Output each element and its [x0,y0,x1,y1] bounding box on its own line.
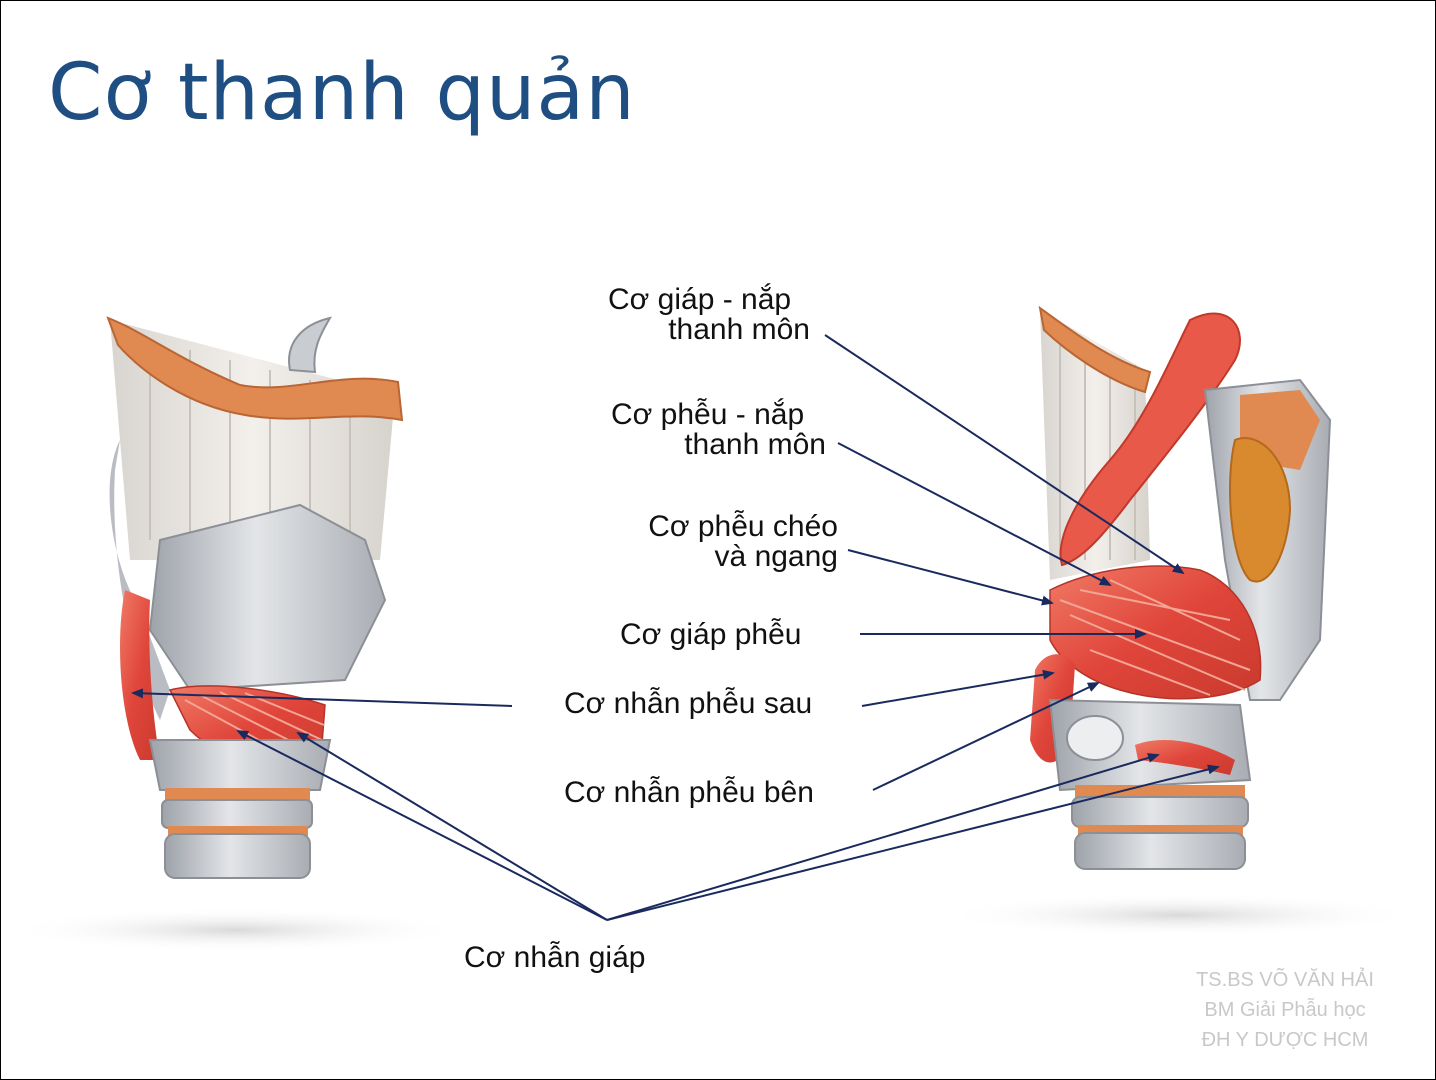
label-line: thanh môn [668,313,810,346]
label-co-nhan-pheu-sau: Cơ nhẫn phễu sau [564,687,813,720]
arrow-nhan-pheu-sau-right [861,669,1055,707]
arrow-giap-nap-thanh-mon [824,334,1185,575]
credit-line-university: ĐH Y DƯỢC HCM [1201,1029,1369,1051]
leader-arrows [131,334,1220,921]
label-line: Cơ giáp - nắp [608,283,792,316]
credit-line-author: TS.BS VÕ VĂN HẢI [1196,969,1374,991]
label-co-nhan-giap: Cơ nhẫn giáp [464,941,646,974]
arrow-nhan-giap-4 [606,764,1220,921]
label-line: Cơ phễu - nắp [611,398,805,431]
credit-line-department: BM Giải Phẫu học [1204,999,1366,1021]
arrow-nhan-pheu-ben [872,682,1100,791]
slide-title: Cơ thanh quản [48,48,636,138]
larynx-dissected-view [940,305,1420,937]
larynx-lateral-view [5,316,465,952]
label-line: thanh môn [684,428,826,461]
label-co-nhan-pheu-ben: Cơ nhẫn phễu bên [564,776,814,809]
author-credit: TS.BS VÕ VĂN HẢI BM Giải Phẫu học ĐH Y D… [1170,965,1400,1055]
label-co-pheu-nap-thanh-mon: Cơ phễu - nắp thanh môn [576,400,826,460]
label-co-giap-nap-thanh-mon: Cơ giáp - nắp thanh môn [560,285,810,345]
label-co-giap-pheu: Cơ giáp phễu [620,618,802,651]
label-co-pheu-cheo-va-ngang: Cơ phễu chéo và ngang [588,512,838,572]
arrow-pheu-cheo-ngang [847,549,1054,606]
label-line: và ngang [714,540,838,573]
arrow-pheu-nap-thanh-mon [837,442,1112,586]
label-line: Cơ phễu chéo [648,510,838,543]
arrow-nhan-giap-1 [236,730,608,921]
arrow-nhan-giap-3 [606,753,1160,921]
arrow-nhan-pheu-sau-left [131,688,513,707]
arrow-nhan-giap-2 [296,731,608,921]
